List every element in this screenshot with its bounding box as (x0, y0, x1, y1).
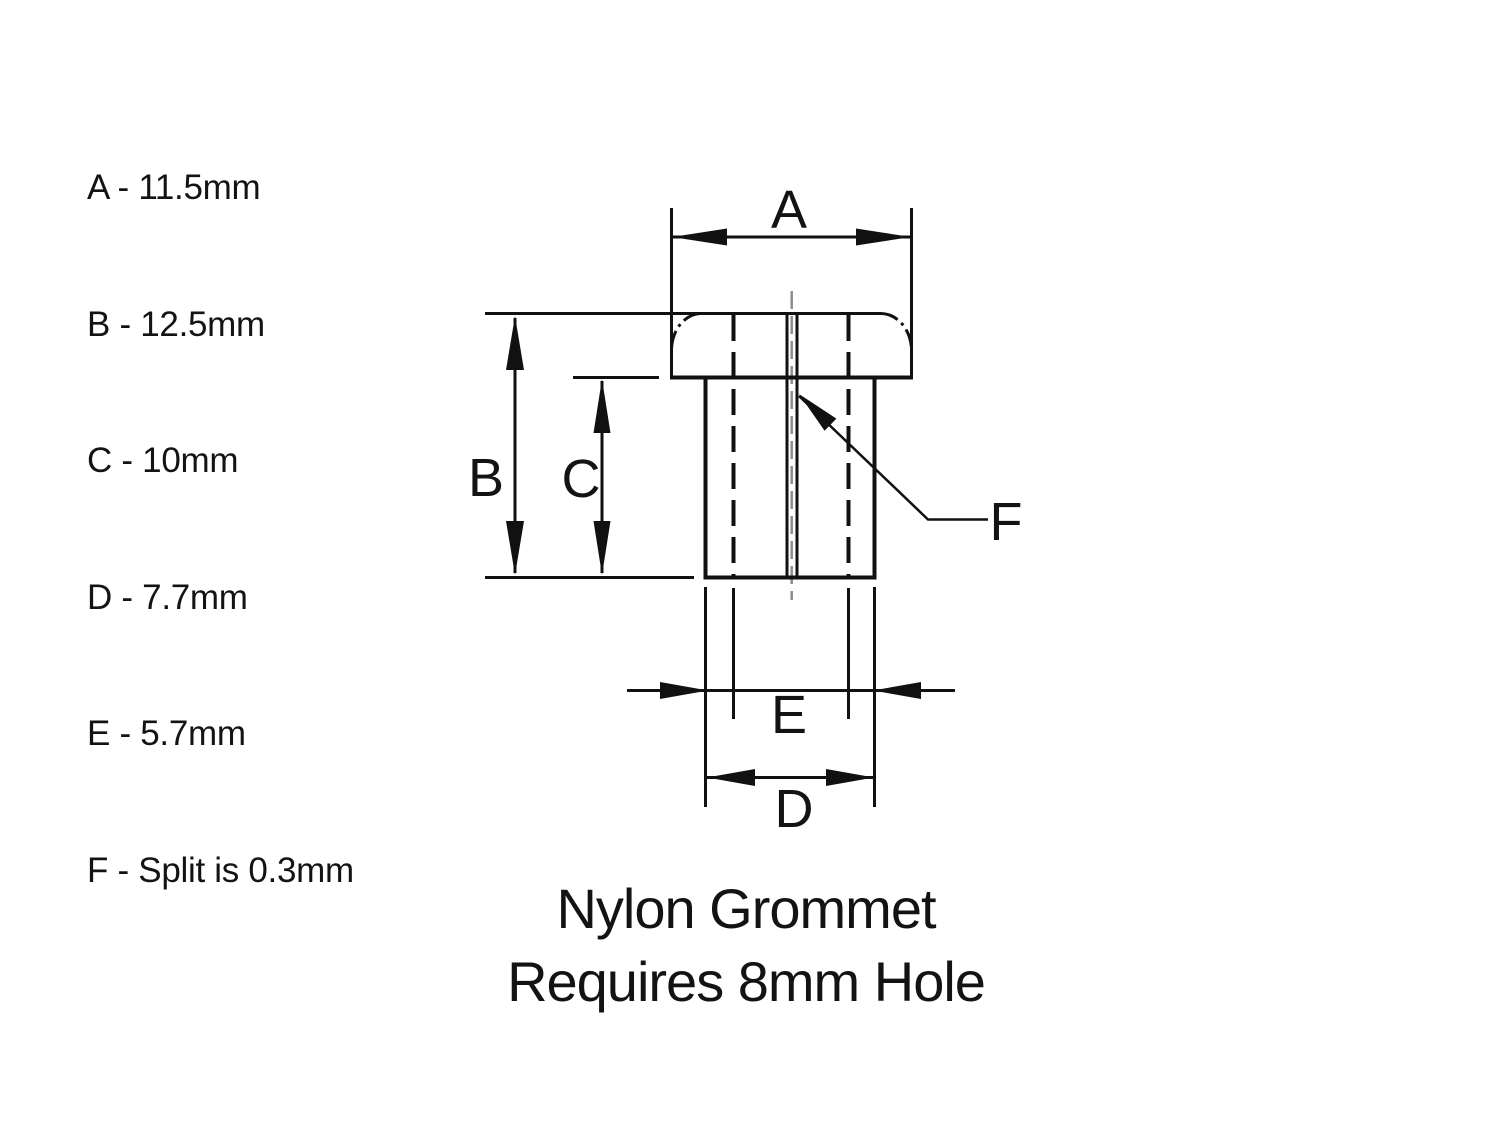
title-line-1: Nylon Grommet (556, 877, 936, 940)
dim-label-b: B (468, 448, 504, 508)
dim-label-f: F (990, 492, 1023, 552)
dimension-e: E (627, 682, 955, 745)
dim-label-c: C (562, 449, 601, 509)
dim-label-e: E (771, 685, 807, 745)
legend-item-a: A - 11.5mm (87, 168, 261, 207)
title-block: Nylon Grommet Requires 8mm Hole (371, 872, 1121, 1018)
extension-lines-bottom (704, 587, 876, 807)
legend-item-b: B - 12.5mm (87, 304, 265, 344)
legend-item-d: D - 7.7mm (87, 577, 248, 617)
legend-item-f: F - Split is 0.3mm (87, 850, 354, 890)
split-lines (785, 313, 799, 577)
legend-item-e: E - 5.7mm (87, 714, 246, 753)
dimension-a: A (670, 180, 913, 377)
dimension-legend: A - 11.5mm B - 12.5mm C - 10mm D - 7.7mm… (87, 74, 354, 984)
grommet-body (703, 377, 877, 580)
leader-f: F (798, 394, 1023, 552)
dimension-b: B (468, 316, 694, 579)
dimension-c: C (562, 376, 659, 575)
dim-label-d: D (775, 779, 814, 839)
hidden-hole-lines (731, 315, 851, 577)
title-line-2: Requires 8mm Hole (507, 950, 986, 1013)
legend-item-c: C - 10mm (87, 441, 239, 480)
dimension-d: D (707, 769, 874, 839)
dim-label-a: A (771, 180, 807, 240)
